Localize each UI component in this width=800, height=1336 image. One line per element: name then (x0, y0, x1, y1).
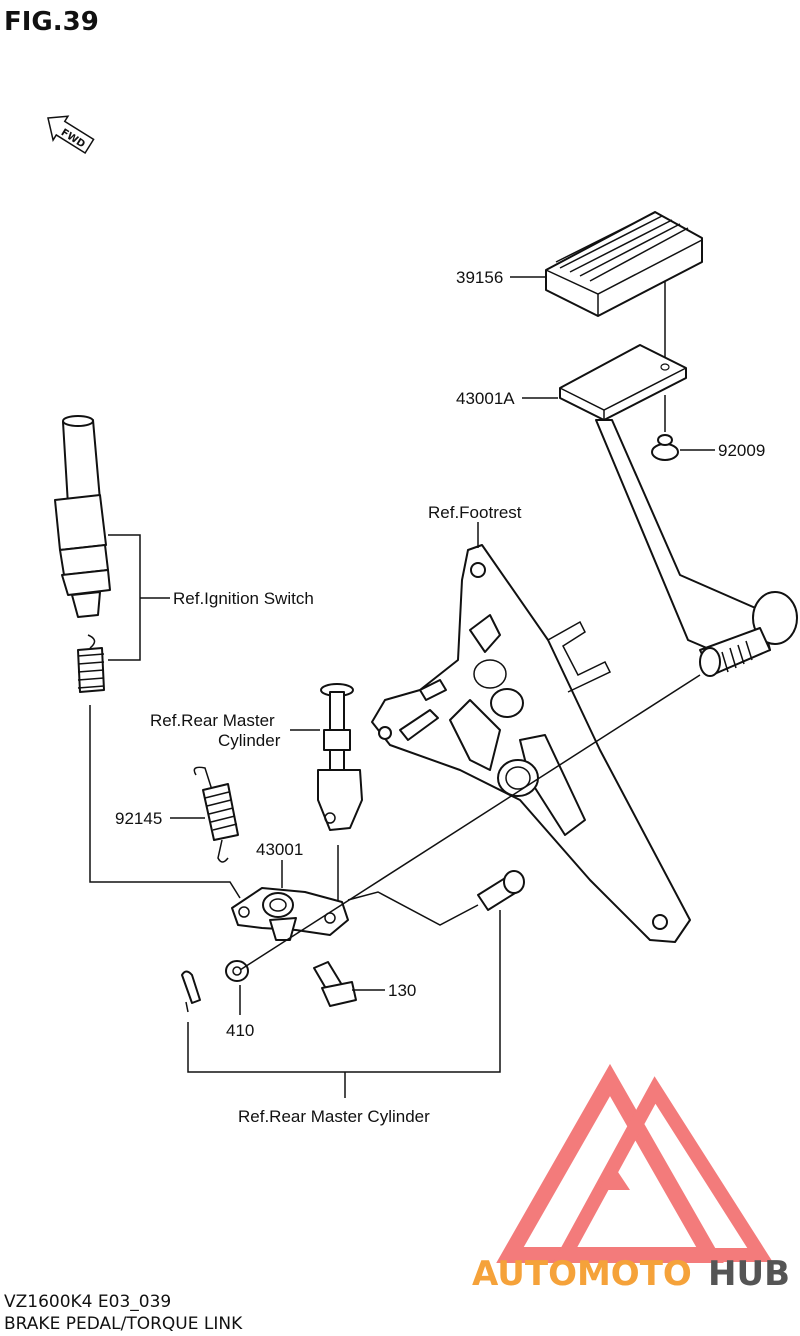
label-39156: 39156 (456, 268, 503, 287)
label-43001a: 43001A (456, 389, 515, 408)
clevis-pin (477, 870, 525, 911)
cotter-pin (181, 970, 201, 1013)
label-rear-master-upper-2: Cylinder (218, 731, 281, 750)
label-130: 130 (388, 981, 416, 1000)
label-rear-master-upper-1: Ref.Rear Master (150, 711, 275, 730)
watermark-text-hub: HUB (708, 1254, 790, 1294)
figure-title: FIG.39 (4, 7, 99, 37)
torque-lever-43001 (231, 887, 349, 941)
footrest-bracket (371, 544, 691, 943)
forward-arrow-icon: FWD (47, 115, 95, 155)
washer-410 (225, 960, 249, 982)
label-410: 410 (226, 1021, 254, 1040)
label-rear-master-lower: Ref.Rear Master Cylinder (238, 1107, 430, 1126)
ignition-switch (54, 415, 111, 618)
pedal-pad-39156 (545, 211, 703, 317)
label-ignition-switch: Ref.Ignition Switch (173, 589, 314, 608)
watermark-logo (496, 1063, 773, 1263)
switch-spring (77, 634, 105, 693)
footer-caption: BRAKE PEDAL/TORQUE LINK (4, 1314, 243, 1334)
label-92009: 92009 (718, 441, 765, 460)
label-92145: 92145 (115, 809, 162, 828)
brake-pedal-43001a (559, 344, 798, 677)
watermark-text-automoto: AUTOMOTO (472, 1254, 692, 1294)
master-cylinder-rod (317, 683, 363, 831)
bolt-92009 (651, 434, 679, 461)
return-spring-92145 (193, 766, 239, 863)
label-43001: 43001 (256, 840, 303, 859)
bolt-130 (313, 961, 357, 1007)
label-footrest: Ref.Footrest (428, 503, 522, 522)
footer-model-code: VZ1600K4 E03_039 (4, 1292, 171, 1312)
